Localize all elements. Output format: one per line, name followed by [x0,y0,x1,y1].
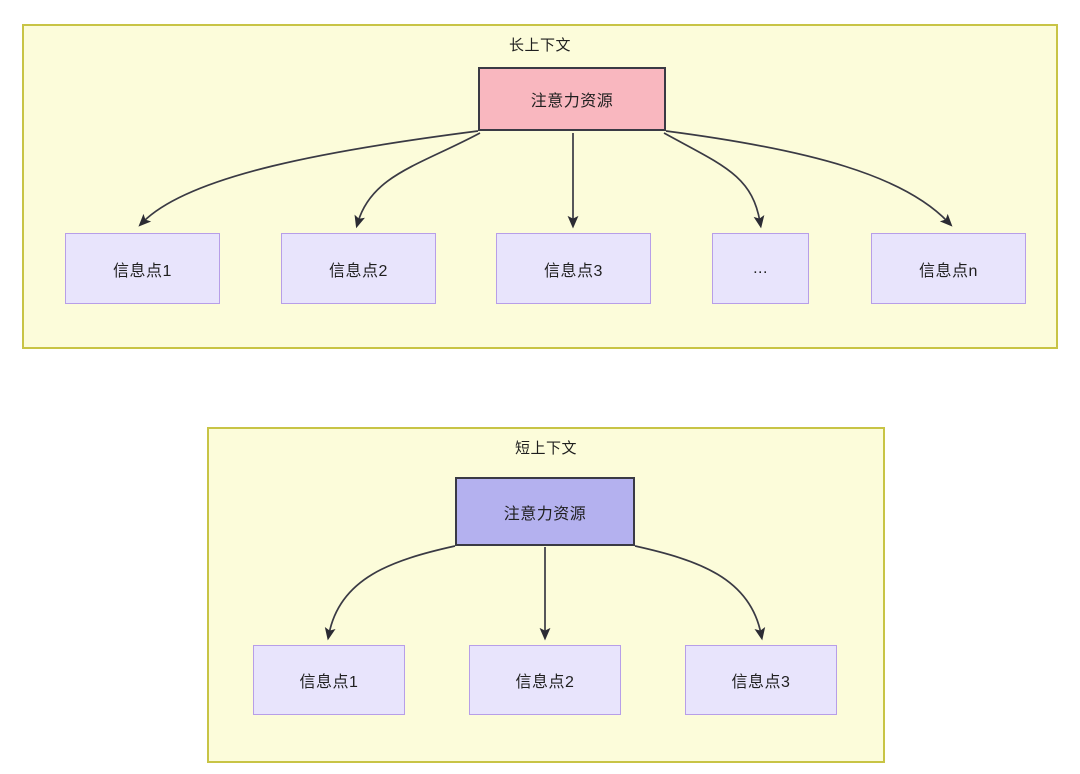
node-label: 信息点1 [113,262,172,280]
node-label: 注意力资源 [503,505,587,523]
node-label: ... [753,259,768,277]
panel-short-context-title: 短上下文 [514,440,577,457]
node-label: 信息点2 [515,674,575,691]
node-short-attention-resource[interactable]: 注意力资源 [455,477,635,546]
node-label: 信息点1 [299,674,359,691]
panel-long-context-title: 长上下文 [508,37,571,54]
node-long-info-point-3[interactable]: 信息点3 [496,233,651,304]
node-short-info-point-2[interactable]: 信息点2 [469,645,621,715]
node-long-info-point-2[interactable]: 信息点2 [281,233,436,304]
node-label: 信息点n [919,262,978,280]
node-label: 信息点3 [544,262,603,280]
node-label: 信息点3 [731,674,791,691]
node-long-attention-resource[interactable]: 注意力资源 [478,67,666,131]
node-long-info-point-n[interactable]: 信息点n [871,233,1026,304]
node-short-info-point-1[interactable]: 信息点1 [253,645,405,715]
node-label: 信息点2 [329,262,388,280]
node-short-info-point-3[interactable]: 信息点3 [685,645,837,715]
node-long-info-point-ellipsis[interactable]: ... [712,233,809,304]
node-long-info-point-1[interactable]: 信息点1 [65,233,220,304]
node-label: 注意力资源 [530,93,614,110]
